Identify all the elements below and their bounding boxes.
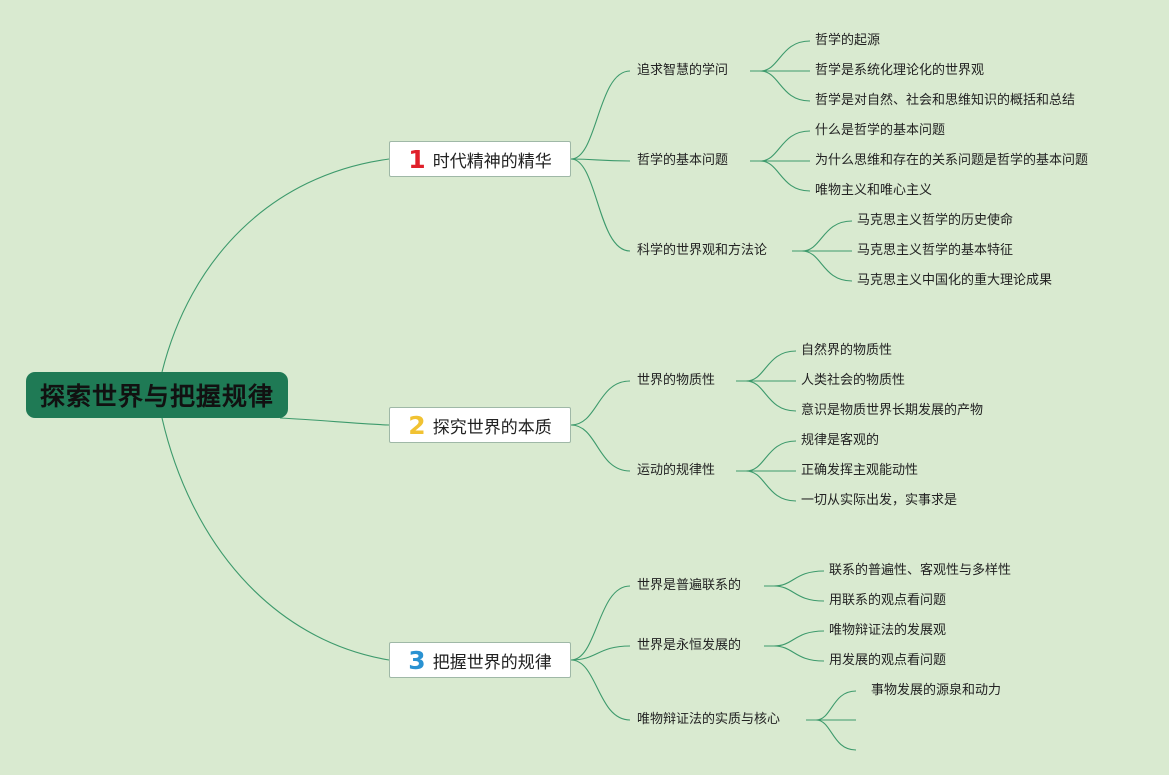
connector-line-22 <box>736 470 797 502</box>
connector-line-3 <box>570 70 631 160</box>
connector-line-15 <box>570 380 631 426</box>
leaf-3-1-1[interactable]: 联系的普遍性、客观性与多样性 <box>829 563 1012 578</box>
leaf-1-2-2[interactable]: 为什么思维和存在的关系问题是哲学的基本问题 <box>815 153 1089 168</box>
subtopic-1-1[interactable]: 追求智慧的学问 <box>637 63 729 78</box>
connector-line-29 <box>764 645 825 662</box>
leaf-2-2-3[interactable]: 一切从实际出发，实事求是 <box>801 493 958 508</box>
root-title: 探索世界与把握规律 <box>39 382 274 411</box>
topic-label-1: 时代精神的精华 <box>432 151 552 172</box>
connector-line-2 <box>161 417 390 661</box>
leaf-1-2-3[interactable]: 唯物主义和唯心主义 <box>815 183 933 198</box>
connector-line-28 <box>764 630 825 647</box>
leaf-3-2-2[interactable]: 用发展的观点看问题 <box>829 653 947 668</box>
topic-number-1: 1 <box>408 144 426 174</box>
leaf-2-1-2[interactable]: 人类社会的物质性 <box>801 373 906 388</box>
subtopic-2-2[interactable]: 运动的规律性 <box>637 463 716 478</box>
topic-node-1[interactable]: 1 时代精神的精华 <box>389 141 571 177</box>
leaf-1-2-1[interactable]: 什么是哲学的基本问题 <box>815 123 946 138</box>
connector-line-30 <box>806 690 857 721</box>
leaf-3-1-2[interactable]: 用联系的观点看问题 <box>829 593 947 608</box>
leaf-2-1-1[interactable]: 自然界的物质性 <box>801 343 893 358</box>
subtopic-2-1[interactable]: 世界的物质性 <box>637 373 716 388</box>
leaf-1-1-3[interactable]: 哲学是对自然、社会和思维知识的概括和总结 <box>815 93 1076 108</box>
leaf-2-1-3[interactable]: 意识是物质世界长期发展的产物 <box>801 403 984 418</box>
root-node[interactable]: 探索世界与把握规律 <box>26 372 288 418</box>
connector-line-25 <box>570 659 631 721</box>
connector-line-32 <box>806 719 857 751</box>
connector-line-5 <box>570 158 631 252</box>
leaf-3-2-1[interactable]: 唯物辩证法的发展观 <box>829 623 947 638</box>
subtopic-3-3[interactable]: 唯物辩证法的实质与核心 <box>637 712 781 727</box>
topic-number-2: 2 <box>408 410 426 440</box>
subtopic-1-2[interactable]: 哲学的基本问题 <box>637 153 729 168</box>
subtopic-3-2[interactable]: 世界是永恒发展的 <box>637 638 742 653</box>
connector-line-26 <box>764 570 825 587</box>
subtopic-3-1[interactable]: 世界是普遍联系的 <box>637 578 742 593</box>
topic-number-3: 3 <box>408 645 426 675</box>
connector-line-14 <box>792 250 853 282</box>
topic-label-3: 把握世界的规律 <box>432 652 552 673</box>
leaf-3-3-1[interactable]: 事物发展的源泉和动力 <box>871 683 1002 698</box>
connector-line-17 <box>736 350 797 382</box>
connector-line-24 <box>570 645 631 661</box>
topic-node-3[interactable]: 3 把握世界的规律 <box>389 642 571 678</box>
connector-line-4 <box>570 158 631 162</box>
leaf-1-3-1[interactable]: 马克思主义哲学的历史使命 <box>857 213 1014 228</box>
leaf-1-1-1[interactable]: 哲学的起源 <box>815 33 881 48</box>
topic-label-2: 探究世界的本质 <box>432 417 552 438</box>
connector-line-11 <box>750 160 811 192</box>
connector-line-1 <box>279 417 390 426</box>
connector-line-6 <box>750 40 811 72</box>
leaf-1-3-3[interactable]: 马克思主义中国化的重大理论成果 <box>857 273 1053 288</box>
connector-line-16 <box>570 424 631 472</box>
connector-line-23 <box>570 585 631 661</box>
leaf-1-1-2[interactable]: 哲学是系统化理论化的世界观 <box>815 63 985 78</box>
leaf-2-2-2[interactable]: 正确发挥主观能动性 <box>801 463 919 478</box>
connector-line-12 <box>792 220 853 252</box>
connector-line-27 <box>764 585 825 602</box>
connector-line-9 <box>750 130 811 162</box>
connector-line-20 <box>736 440 797 472</box>
leaf-1-3-2[interactable]: 马克思主义哲学的基本特征 <box>857 243 1014 258</box>
topic-node-2[interactable]: 2 探究世界的本质 <box>389 407 571 443</box>
subtopic-1-3[interactable]: 科学的世界观和方法论 <box>637 243 768 258</box>
connector-line-19 <box>736 380 797 412</box>
connector-line-0 <box>161 158 390 373</box>
leaf-2-2-1[interactable]: 规律是客观的 <box>801 433 880 448</box>
connector-line-8 <box>750 70 811 102</box>
